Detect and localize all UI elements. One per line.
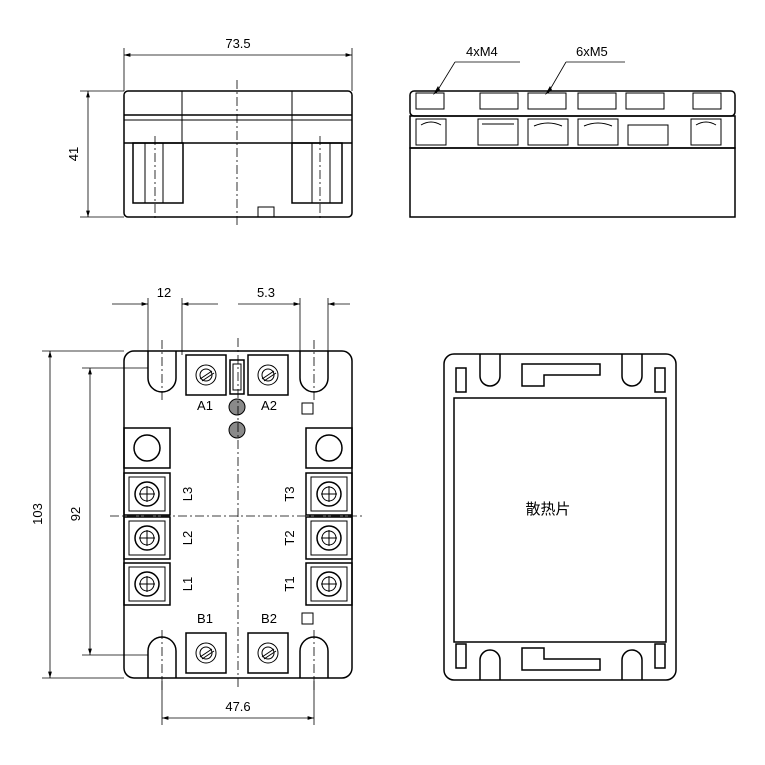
terminal-l1 — [123, 562, 171, 606]
screw-leaders: 4xM4 6xM5 — [433, 44, 625, 95]
dim-height-side-label: 41 — [66, 147, 81, 161]
label-a1: A1 — [197, 398, 213, 413]
front-view — [123, 80, 353, 225]
dim-hole-53: 5.3 — [238, 285, 350, 351]
dim-height-92: 92 — [68, 367, 148, 656]
terminal-l2 — [123, 516, 171, 560]
dim-width-476-label: 47.6 — [225, 699, 250, 714]
dim-width-top-label: 73.5 — [225, 36, 250, 51]
dim-hole-53-label: 5.3 — [257, 285, 275, 300]
label-t2: T2 — [282, 530, 297, 545]
terminal-t2 — [305, 516, 353, 560]
label-l1: L1 — [180, 577, 195, 591]
top-view — [110, 338, 365, 690]
dim-pitch-12-label: 12 — [157, 285, 171, 300]
dim-height-side: 41 — [66, 90, 124, 218]
label-a2: A2 — [261, 398, 277, 413]
dim-height-103: 103 — [30, 350, 124, 679]
side-view — [409, 90, 736, 218]
heatsink-view — [443, 353, 677, 681]
dim-width-476: 47.6 — [161, 678, 315, 725]
terminal-l3 — [123, 472, 171, 516]
label-b1: B1 — [197, 611, 213, 626]
terminal-t3 — [305, 472, 353, 516]
dim-pitch-12: 12 — [112, 285, 218, 355]
screw-m5-label: 6xM5 — [576, 44, 608, 59]
label-l2: L2 — [180, 531, 195, 545]
heatsink-label: 散热片 — [525, 500, 570, 518]
label-t1: T1 — [282, 576, 297, 591]
terminal-t1 — [305, 562, 353, 606]
label-l3: L3 — [180, 487, 195, 501]
dim-height-92-label: 92 — [68, 507, 83, 521]
label-t3: T3 — [282, 486, 297, 501]
screw-m4-label: 4xM4 — [466, 44, 498, 59]
dim-height-103-label: 103 — [30, 503, 45, 525]
dim-width-top: 73.5 — [123, 36, 353, 91]
label-b2: B2 — [261, 611, 277, 626]
